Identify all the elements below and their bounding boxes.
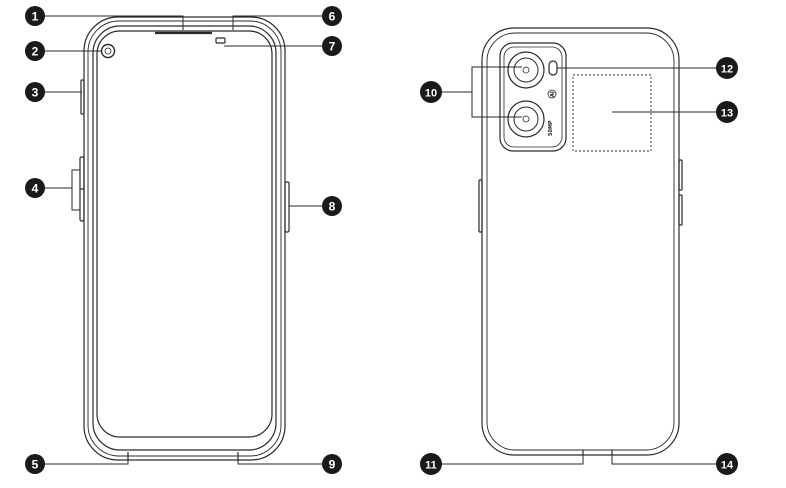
back-view [478,27,683,456]
camera-label-line2: AI [550,91,556,97]
main-camera-ring-icon [507,51,545,89]
nfc-area [572,74,652,152]
front-camera-lens-icon [104,47,112,55]
svg-text:4: 4 [32,182,39,196]
front-outer-frame [83,16,286,461]
leader-4-bracket [71,169,80,211]
leader-5 [44,452,129,465]
back-leaders [442,66,716,465]
leader-14 [611,455,716,465]
camera-module [499,42,567,152]
svg-text:7: 7 [329,40,336,54]
leader-6 [232,15,322,30]
ai-badge-icon [547,89,557,99]
marker-2: 2 [25,41,45,61]
leader-10-bracket [471,66,522,118]
svg-text:6: 6 [329,10,336,24]
flash-icon [548,60,558,76]
svg-text:12: 12 [721,64,733,76]
marker-11: 11 [420,453,442,475]
marker-4: 4 [25,178,45,198]
depth-camera-lens-icon [513,106,539,132]
light-sensor [215,37,226,44]
svg-text:2: 2 [32,45,39,59]
camera-label-line1: 50MP [548,120,554,136]
svg-text:9: 9 [329,458,336,472]
svg-text:5: 5 [32,458,39,472]
front-bezel [92,25,277,451]
marker-5: 5 [25,454,45,474]
marker-3: 3 [25,82,45,102]
front-leaders [44,15,322,465]
svg-text:1: 1 [32,10,39,24]
sim-tray [80,79,85,115]
svg-text:13: 13 [721,108,733,120]
back-outer-frame [481,27,680,456]
marker-7: 7 [322,36,342,56]
marker-1: 1 [25,6,45,26]
leader-11 [442,455,584,465]
depth-camera-ring-icon [507,100,545,138]
back-side-button-right-upper [678,159,683,191]
svg-text:11: 11 [425,460,437,472]
svg-text:10: 10 [425,88,437,100]
camera-module-inner [503,46,563,148]
markers: 1 2 3 4 5 6 7 8 9 10 11 12 13 14 [25,6,738,475]
power-button [284,181,290,233]
marker-13: 13 [716,101,738,123]
marker-6: 6 [322,6,342,26]
front-camera-icon [100,43,116,59]
depth-camera-center-icon [522,115,530,123]
main-camera-lens-icon [513,57,539,83]
front-body-edge [87,20,282,457]
marker-8: 8 [322,196,342,216]
svg-text:8: 8 [329,200,336,214]
back-inner-frame [486,32,675,451]
front-view [79,16,290,461]
front-screen [96,30,273,438]
marker-9: 9 [322,454,342,474]
back-side-button-right-lower [678,194,683,226]
leader-9 [237,452,322,465]
leader-1 [44,15,184,30]
marker-14: 14 [716,453,738,475]
marker-10: 10 [420,81,442,103]
back-side-button-left [478,179,483,233]
svg-text:3: 3 [32,86,39,100]
svg-text:14: 14 [721,460,734,472]
marker-12: 12 [716,57,738,79]
main-camera-center-icon [522,66,530,74]
